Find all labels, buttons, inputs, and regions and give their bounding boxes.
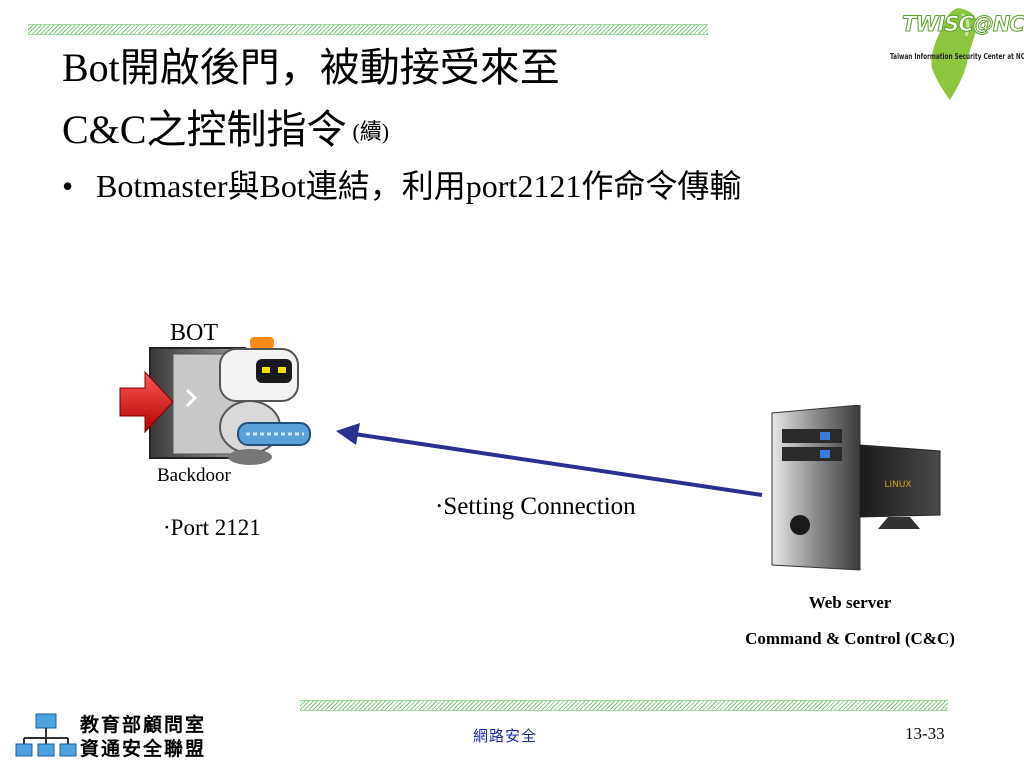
server-screen-text: LINUX <box>884 480 911 490</box>
cnc-label: Command & Control (C&C) <box>745 629 955 648</box>
bot-label: BOT <box>170 320 218 346</box>
page-number: 13-33 <box>905 724 945 743</box>
backdoor-label: Backdoor <box>157 465 231 486</box>
connection-arrow <box>336 423 763 497</box>
slide-title-line-2: C&C之控制指令(續) <box>62 106 389 156</box>
slide-title-line-1: Bot開啟後門，被動接受來至 <box>62 45 560 90</box>
title-continued-suffix: (續) <box>352 119 390 144</box>
web-server-label: Web server <box>808 593 892 612</box>
port-label: ·Port 2121 <box>163 515 261 540</box>
bullet-point: • Botmaster與Bot連結，利用port2121作命令傳輸 <box>62 166 741 206</box>
bullet-text: Botmaster與Bot連結，利用port2121作命令傳輸 <box>96 168 742 204</box>
network-diagram-logo-icon <box>15 713 77 757</box>
org-line-1: 教育部顧問室 <box>80 714 207 736</box>
twisc-subtitle: Taiwan Information Security Center at NC… <box>890 52 1024 61</box>
web-server-icon: LINUX <box>771 405 941 571</box>
org-name: 教育部顧問室資通安全聯盟 <box>80 713 206 761</box>
connection-label: ·Setting Connection <box>435 493 636 520</box>
bottom-hatch-bar <box>300 700 948 711</box>
bullet-mark: • <box>62 168 74 204</box>
top-hatch-bar <box>28 24 708 35</box>
bot-robot-icon <box>219 337 311 465</box>
twisc-taiwan-logo-icon <box>931 8 978 100</box>
title-line-2-text: C&C之控制指令 <box>62 107 347 152</box>
footer-course-name: 網路安全 <box>472 727 537 745</box>
twisc-brand-text: TWISC@NCKU <box>901 12 1024 37</box>
org-line-2: 資通安全聯盟 <box>80 738 207 760</box>
